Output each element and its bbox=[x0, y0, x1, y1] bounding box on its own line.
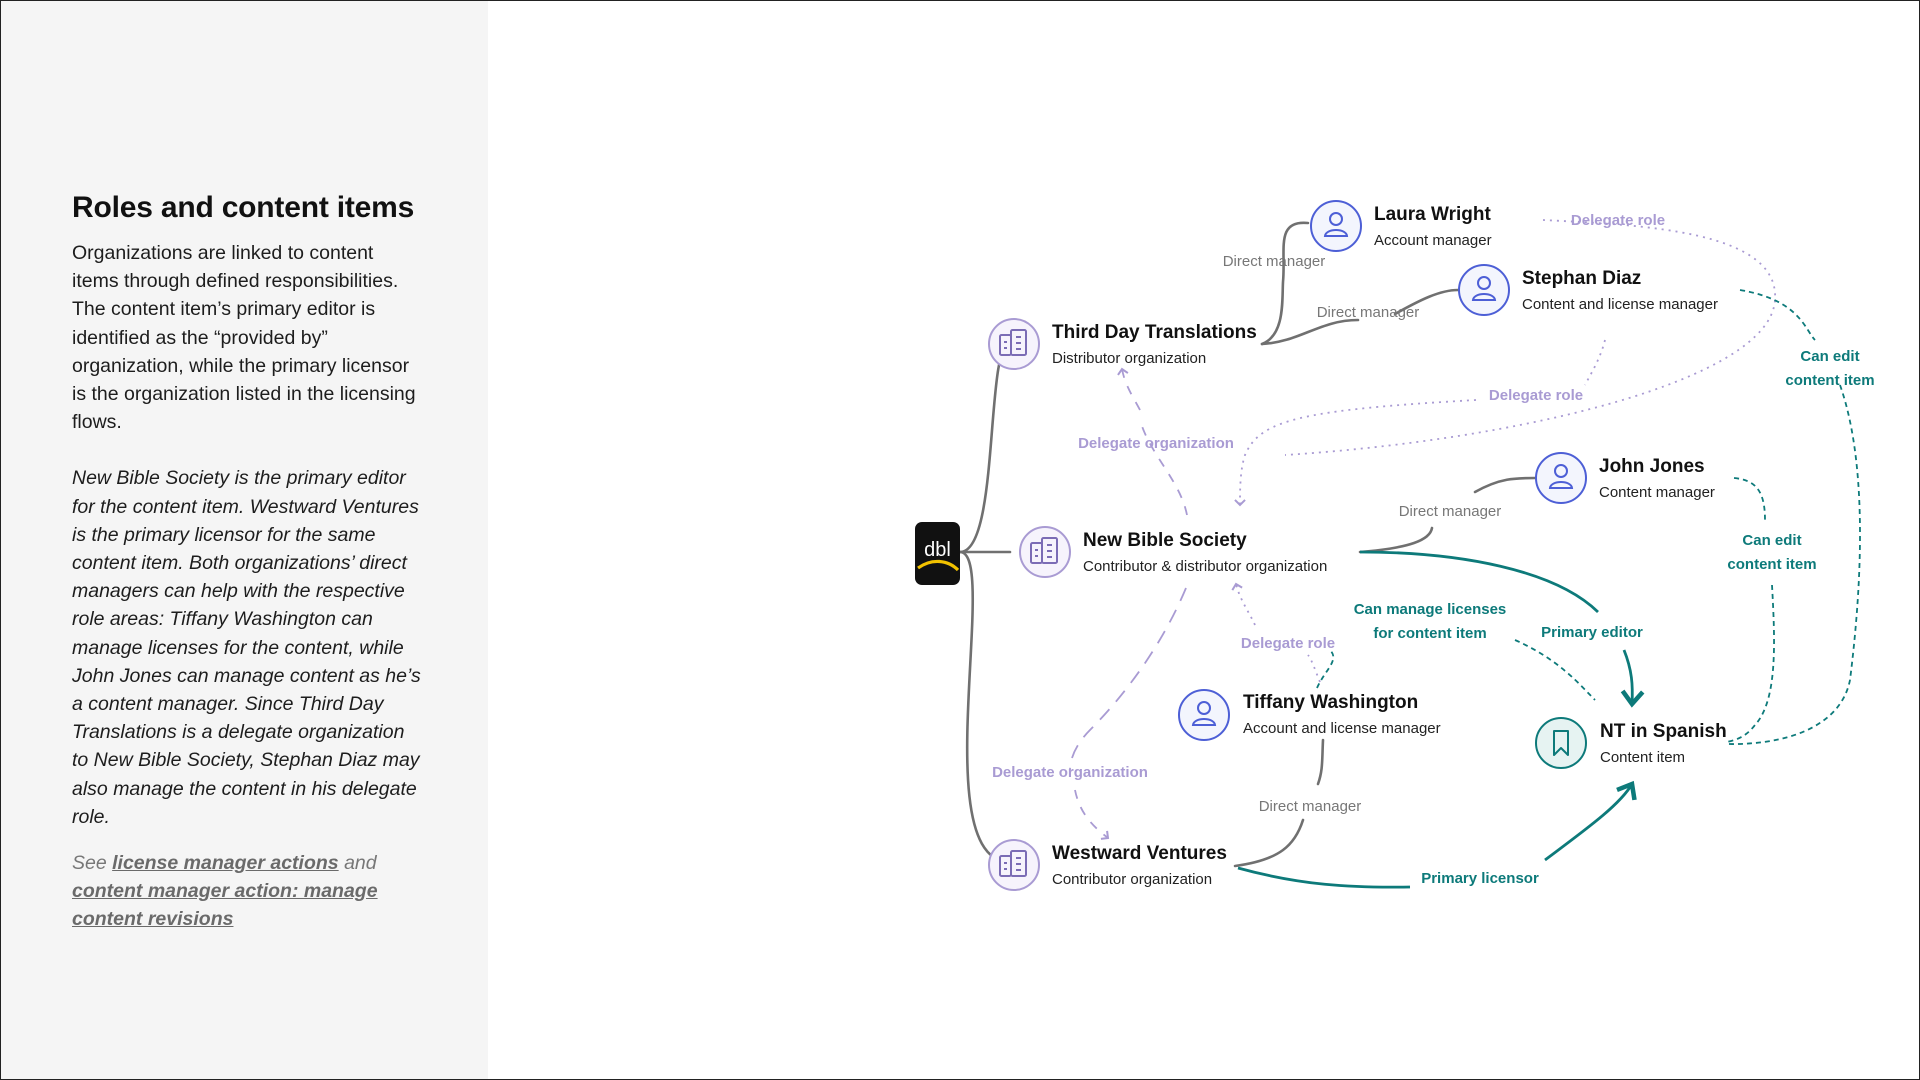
john-name: John Jones bbox=[1599, 456, 1705, 477]
primary-editor-line-a bbox=[1359, 550, 1599, 614]
label-can-manage-a: Can manage licenses bbox=[1354, 601, 1507, 618]
can-edit-1-line-a bbox=[1739, 289, 1816, 341]
westward-circle bbox=[988, 839, 1040, 891]
node-westward-ventures[interactable]: Westward Ventures Contributor organizati… bbox=[988, 839, 1227, 891]
label-can-edit-2a: Can edit bbox=[1742, 532, 1801, 549]
node-new-bible-society[interactable]: New Bible Society Contributor & distribu… bbox=[1019, 526, 1327, 578]
node-laura-wright[interactable]: Laura Wright Account manager bbox=[1310, 200, 1492, 252]
label-delegate-role-mid: Delegate role bbox=[1489, 387, 1583, 404]
can-manage-line-b bbox=[1514, 639, 1596, 701]
teal-relation-lines bbox=[1237, 289, 1861, 889]
sidebar-example-text: New Bible Society is the primary editor … bbox=[72, 467, 421, 828]
delegate-org-upper-line-a bbox=[1139, 419, 1188, 516]
dbl-logo-text: dbl bbox=[924, 539, 951, 561]
label-can-edit-2b: content item bbox=[1727, 556, 1816, 573]
person-icon bbox=[1323, 212, 1349, 237]
delegate-role-low-line-a bbox=[1231, 582, 1256, 626]
building-icon bbox=[1030, 537, 1058, 564]
person-icon bbox=[1191, 701, 1217, 726]
dbl-logo: dbl bbox=[915, 522, 960, 585]
line-direct-manager-stephan-b bbox=[1393, 288, 1460, 316]
nbs-circle bbox=[1019, 526, 1071, 578]
label-direct-manager-laura: Direct manager bbox=[1223, 253, 1326, 270]
content-manager-action-link[interactable]: content manager action: manage content r… bbox=[72, 880, 378, 931]
label-direct-manager-stephan: Direct manager bbox=[1317, 304, 1420, 321]
label-delegate-role-low: Delegate role bbox=[1241, 635, 1335, 652]
tree-line-westward bbox=[958, 550, 1012, 864]
nt-name: NT in Spanish bbox=[1600, 721, 1727, 742]
nbs-role: Contributor & distributor organization bbox=[1083, 558, 1327, 575]
stephan-name: Stephan Diaz bbox=[1522, 268, 1641, 289]
john-role: Content manager bbox=[1599, 484, 1715, 501]
westward-name: Westward Ventures bbox=[1052, 843, 1227, 864]
can-edit-2-line-a bbox=[1733, 477, 1766, 521]
delegate-role-mid-line-a bbox=[1584, 339, 1606, 386]
label-can-edit-1a: Can edit bbox=[1800, 348, 1859, 365]
sidebar-intro-text: Organizations are linked to content item… bbox=[72, 242, 416, 434]
line-direct-manager-tiffany-b bbox=[1233, 818, 1305, 868]
nt-circle bbox=[1535, 717, 1587, 769]
laura-role: Account manager bbox=[1374, 232, 1492, 249]
third-day-circle bbox=[988, 318, 1040, 370]
node-john-jones[interactable]: John Jones Content manager bbox=[1535, 452, 1715, 504]
dbl-logo-box bbox=[915, 522, 960, 585]
stephan-role: Content and license manager bbox=[1522, 296, 1718, 313]
label-can-edit-1b: content item bbox=[1785, 372, 1874, 389]
delegate-role-top-line bbox=[1284, 219, 1776, 456]
line-direct-manager-stephan-a bbox=[1260, 318, 1360, 346]
third-day-name: Third Day Translations bbox=[1052, 322, 1257, 343]
label-direct-manager-john: Direct manager bbox=[1399, 503, 1502, 520]
see-prefix: See bbox=[72, 852, 107, 875]
bookmark-icon bbox=[1553, 730, 1569, 756]
label-delegate-role-top: Delegate role bbox=[1571, 212, 1665, 229]
license-manager-actions-link[interactable]: license manager actions bbox=[112, 852, 339, 875]
tiffany-role: Account and license manager bbox=[1243, 720, 1441, 737]
tiffany-name: Tiffany Washington bbox=[1243, 692, 1418, 713]
line-direct-manager-tiffany-a bbox=[1316, 738, 1325, 786]
see-and: and bbox=[344, 852, 377, 875]
primary-licensor-line-b bbox=[1544, 780, 1637, 862]
laura-name: Laura Wright bbox=[1374, 204, 1491, 225]
org-tree-lines bbox=[958, 221, 1537, 868]
dbl-logo-swoosh bbox=[917, 559, 960, 572]
sidebar-see-also: See license manager actions and content … bbox=[72, 849, 422, 934]
nt-role: Content item bbox=[1600, 749, 1685, 766]
person-icon bbox=[1471, 276, 1497, 301]
building-icon bbox=[999, 329, 1027, 356]
delegate-org-upper-line-b bbox=[1117, 367, 1141, 411]
westward-role: Contributor organization bbox=[1052, 871, 1212, 888]
label-delegate-org-upper: Delegate organization bbox=[1078, 435, 1234, 452]
node-tiffany-washington[interactable]: Tiffany Washington Account and license m… bbox=[1178, 689, 1441, 741]
can-edit-2-line-b bbox=[1726, 584, 1775, 743]
label-can-manage-b: for content item bbox=[1373, 625, 1486, 642]
can-manage-line-a bbox=[1316, 649, 1335, 689]
sidebar-content: Roles and content items Organizations ar… bbox=[72, 191, 422, 934]
delegate-role-mid-line-b bbox=[1234, 399, 1477, 507]
primary-editor-line-b bbox=[1620, 649, 1645, 708]
label-delegate-org-lower: Delegate organization bbox=[992, 764, 1148, 781]
sidebar-panel: Roles and content items Organizations ar… bbox=[1, 1, 488, 1079]
label-primary-editor: Primary editor bbox=[1541, 624, 1643, 641]
node-stephan-diaz[interactable]: Stephan Diaz Content and license manager bbox=[1458, 264, 1718, 316]
delegate-org-lower-line-a bbox=[1069, 587, 1187, 771]
sidebar-title: Roles and content items bbox=[72, 191, 415, 224]
tree-line-third-day bbox=[958, 341, 1012, 554]
delegate-org-lower-line-b bbox=[1074, 789, 1110, 840]
nbs-name: New Bible Society bbox=[1083, 530, 1247, 551]
node-third-day[interactable]: Third Day Translations Distributor organ… bbox=[988, 318, 1257, 370]
node-nt-in-spanish[interactable]: NT in Spanish Content item bbox=[1535, 717, 1727, 769]
delegate-role-low-line-b bbox=[1307, 654, 1321, 683]
line-direct-manager-john-b bbox=[1473, 476, 1537, 494]
primary-licensor-line-a bbox=[1237, 866, 1411, 889]
delegate-lines bbox=[1069, 219, 1776, 840]
label-direct-manager-tiffany: Direct manager bbox=[1259, 798, 1362, 815]
building-icon bbox=[999, 850, 1027, 877]
third-day-role: Distributor organization bbox=[1052, 350, 1206, 367]
line-direct-manager-john-a bbox=[1358, 526, 1434, 554]
can-edit-1-line-b bbox=[1727, 384, 1861, 745]
label-primary-licensor: Primary licensor bbox=[1421, 870, 1539, 887]
line-direct-manager-laura bbox=[1260, 221, 1310, 346]
person-icon bbox=[1548, 464, 1574, 489]
